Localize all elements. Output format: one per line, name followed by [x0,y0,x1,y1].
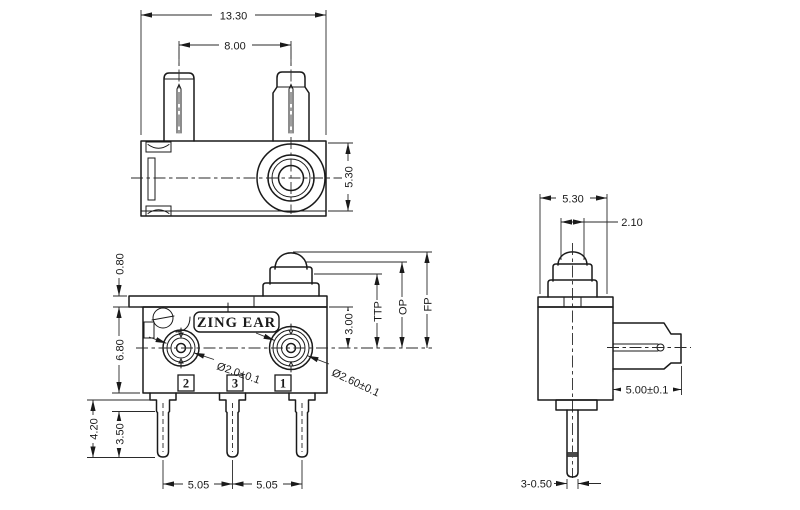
terminal-box-3 [226,374,244,392]
leader-small-hole-in [148,336,167,344]
side-button-base-ring [547,279,598,298]
ext-lines-2-10 [560,218,585,260]
dim-terminal-length: 4.20 [89,418,101,439]
top-view-latch-bottom [145,205,172,217]
top-view-right-pin-slot [288,83,294,134]
dim-terminal-thickness: 3-0.50 [521,479,552,491]
brand-label: ZING EAR [197,315,276,331]
top-view-boss-outer [256,143,326,213]
front-view-body [142,306,328,394]
front-pin-centerlines [162,403,303,452]
side-view-cover-plate [537,296,614,308]
ext-lines-positions [293,251,432,308]
dim-text-bg [113,336,125,365]
leader-small-hole-out [193,352,215,360]
terminal-label-1: 1 [280,377,286,391]
front-pin-1 [288,392,316,458]
dim-text-bg [212,9,255,21]
dim-button-diameter: 2.10 [621,217,642,229]
dim-text-bg [342,161,354,194]
front-pin-3 [218,392,247,458]
terminal-label-2: 2 [183,377,189,391]
dim-text-bg [87,415,99,443]
dim-body-height: 6.80 [115,339,127,360]
dim-body-width-side: 5.30 [562,194,583,206]
dim-overall-width: 13.30 [220,11,248,23]
brand-box [193,311,280,333]
side-view-base-step [555,399,598,411]
button-base-ring [262,282,320,297]
ext-lines-5-30-side [539,194,608,294]
dim-text-bg [219,39,252,51]
dim-text-bg [342,311,354,338]
dim-boss-diameter: 5.30 [344,166,356,187]
terminal-box-1 [274,374,292,392]
dim-cover-thickness: 0.80 [115,253,127,274]
dim-text-bg [371,300,383,323]
dim-terminal-pitch-left: 5.05 [188,480,209,492]
front-view-left-tab [143,321,155,339]
side-view [537,243,691,478]
side-pin [566,409,579,478]
side-pin-band [567,452,578,457]
dim-hole-diameter-large: Ø2.60±0.1 [330,367,382,400]
dim-text-bg [113,250,125,278]
top-view-body [140,140,327,217]
button-dome [274,252,308,270]
terminal-label-3: 3 [232,377,238,391]
button-mid-ring [269,266,313,285]
front-view: ZING EAR 2 3 1 [128,252,432,458]
dim-text-bg [113,421,125,448]
screw-head [152,307,174,329]
side-lever-slot [612,343,659,352]
dim-free-position: FP [423,297,435,311]
top-view-latch-top-arc [147,144,170,149]
dim-hole-diameter-small: Ø2.0±0.1 [215,360,262,386]
dim-text-bg [183,478,214,490]
dim-total-travel-position: TTP [373,301,385,322]
dim-lever-length: 5.00±0.1 [626,385,669,397]
top-view-boss-hole [277,164,305,192]
dim-terminal-pitch-right: 5.05 [256,480,277,492]
terminal-box-2 [177,374,195,392]
top-view [131,47,356,217]
dim-text-bg [621,383,673,396]
top-view-dimensions: 13.30 8.00 5.30 [140,9,356,212]
front-pin-2 [149,392,177,458]
leader-large-hole-out [307,355,330,365]
side-view-plate-notch [563,296,582,308]
ext-lines-0-50 [566,479,579,489]
top-view-latch-top [145,141,172,153]
dim-button-center-offset: 3.00 [344,313,356,334]
dim-pin-spacing: 8.00 [224,41,245,53]
dim-text-bg [396,297,408,317]
side-button-mid-ring [552,263,593,282]
dim-text-bg [252,478,283,490]
top-view-left-pin-slot [176,83,182,134]
dim-terminal-narrow-length: 3.50 [115,423,127,444]
side-lever [612,322,682,370]
screw-slot [151,315,175,321]
side-view-dimensions: 5.30 2.10 5.00±0.1 3-0.50 [521,192,682,491]
top-view-latch-bottom-arc [147,209,170,214]
dim-text-bg [421,295,433,314]
dim-operating-position: OP [398,299,410,315]
front-view-dimensions: 0.80 6.80 4.20 3.50 5.05 5.05 3.00 TTP O… [87,250,435,492]
dim-text-bg [556,192,590,204]
side-view-body [537,306,614,401]
front-view-fillet-arc [175,316,191,333]
top-view-side-slot [147,157,156,201]
leader-large-hole-in [255,332,275,341]
ext-lines-13-30 [140,10,327,135]
